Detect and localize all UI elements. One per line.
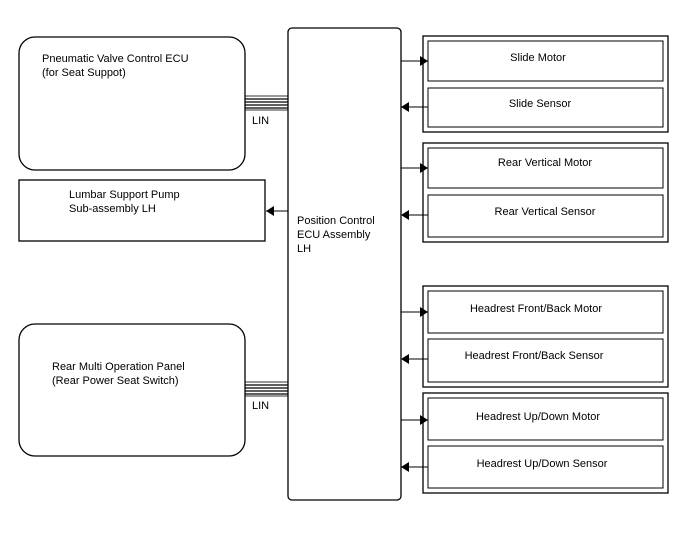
- headrest-fb-motor-label: Headrest Front/Back Motor: [470, 303, 602, 315]
- position-control-ecu-box: Position Control ECU Assembly LH: [287, 27, 402, 501]
- headrest-ud-sensor-label: Headrest Up/Down Sensor: [477, 458, 608, 470]
- lin-bus-bottom: LIN: [244, 381, 289, 412]
- headrest-fb-sensor-label: Headrest Front/Back Sensor: [465, 350, 604, 362]
- lin-label-top: LIN: [252, 115, 269, 127]
- rear-panel-label-2: (Rear Power Seat Switch): [52, 375, 179, 387]
- lumbar-pump-label-1: Lumbar Support Pump: [69, 189, 180, 201]
- lin-bus-top: LIN: [244, 95, 289, 127]
- slide-group: Slide Motor Slide Sensor: [422, 35, 669, 133]
- lumbar-pump-label-2: Sub-assembly LH: [69, 203, 156, 215]
- pneumatic-ecu-label-2: (for Seat Suppot): [42, 67, 126, 79]
- rear-panel-label-1: Rear Multi Operation Panel: [52, 361, 185, 373]
- ecu-label-2: ECU Assembly: [297, 229, 371, 241]
- headrest-front-back-group: Headrest Front/Back Motor Headrest Front…: [422, 285, 669, 388]
- lin-label-bottom: LIN: [252, 400, 269, 412]
- pneumatic-ecu-label-1: Pneumatic Valve Control ECU: [42, 53, 189, 65]
- ecu-label-3: LH: [297, 243, 311, 255]
- pneumatic-valve-ecu-box: Pneumatic Valve Control ECU (for Seat Su…: [18, 36, 246, 171]
- headrest-up-down-group: Headrest Up/Down Motor Headrest Up/Down …: [422, 392, 669, 494]
- slide-sensor-label: Slide Sensor: [509, 98, 572, 110]
- rear-vertical-group: Rear Vertical Motor Rear Vertical Sensor: [422, 142, 669, 243]
- lumbar-pump-box: Lumbar Support Pump Sub-assembly LH: [18, 179, 266, 242]
- slide-motor-label: Slide Motor: [510, 52, 566, 64]
- headrest-ud-motor-label: Headrest Up/Down Motor: [476, 411, 600, 423]
- rear-vertical-sensor-label: Rear Vertical Sensor: [495, 206, 596, 218]
- ecu-label-1: Position Control: [297, 215, 375, 227]
- rear-panel-box: Rear Multi Operation Panel (Rear Power S…: [18, 323, 246, 457]
- rear-vertical-motor-label: Rear Vertical Motor: [498, 157, 592, 169]
